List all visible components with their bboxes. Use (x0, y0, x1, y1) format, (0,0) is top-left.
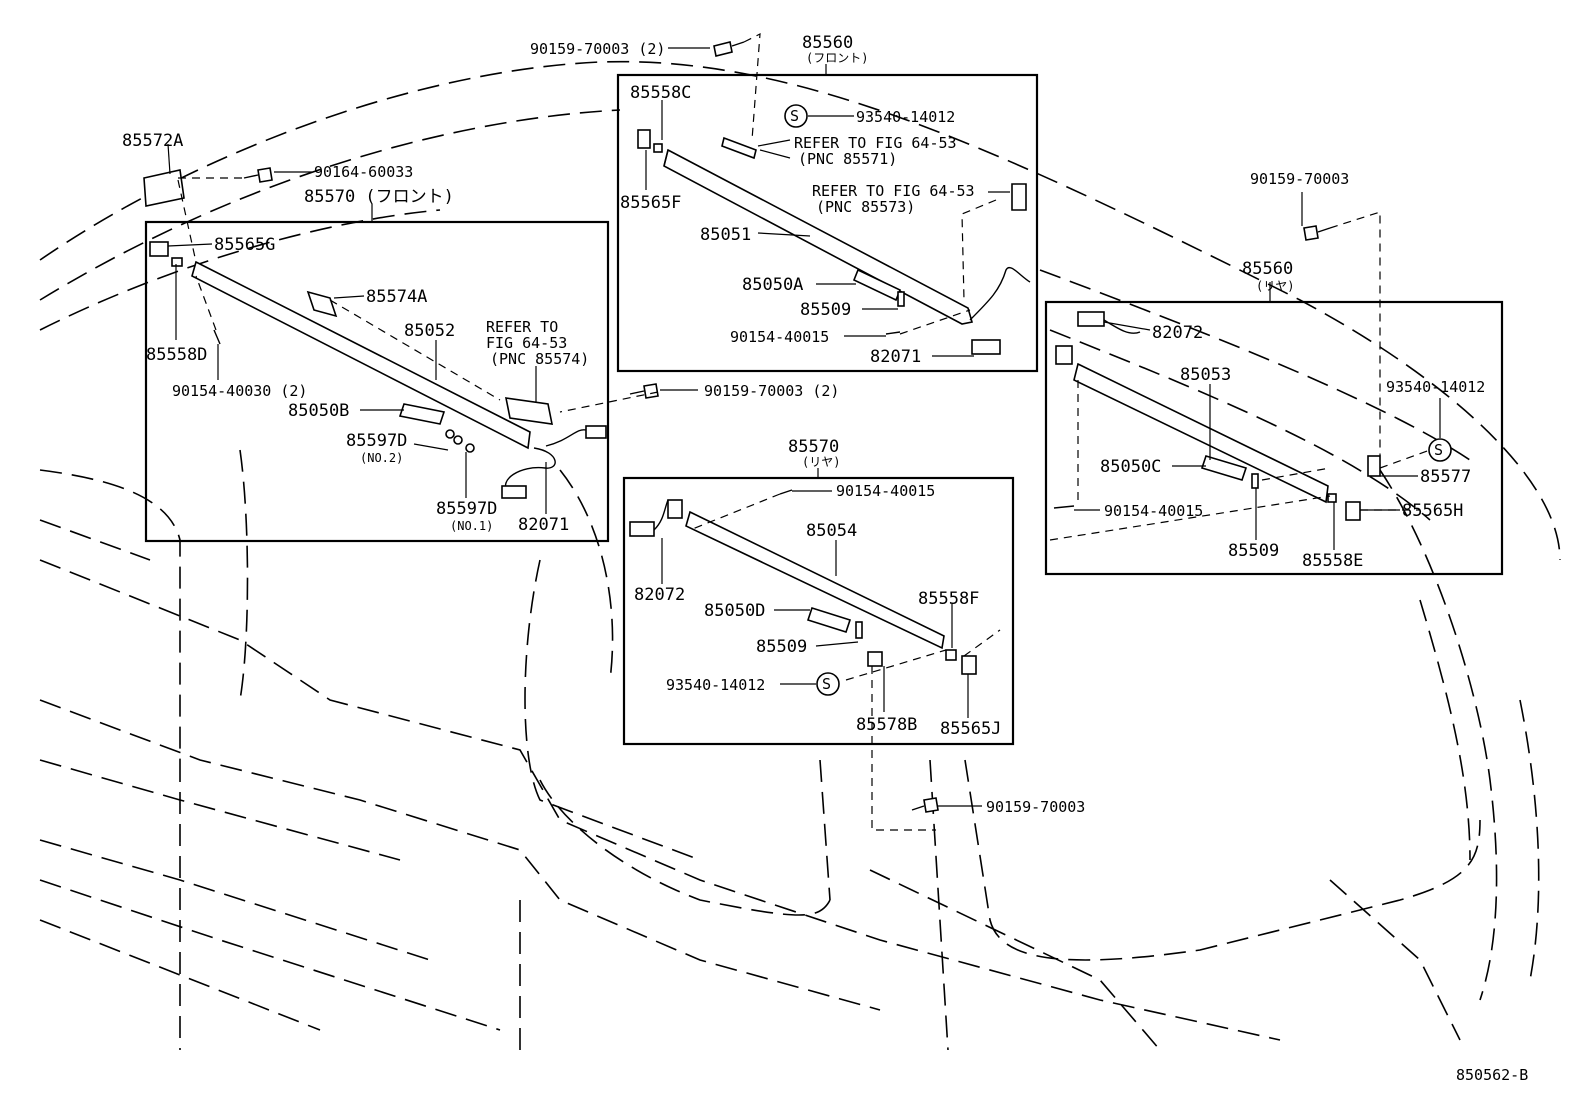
callout-85558d: 85558D (146, 345, 207, 365)
lamp-bar-85054 (685, 510, 945, 650)
screws (213, 41, 1331, 813)
callout-85509-mid: 85509 (756, 637, 807, 657)
callout-refer-fig-2: REFER TO FIG 64-53 (812, 182, 975, 200)
callout-93540-14012: 93540-14012 (856, 108, 955, 126)
callout-refer-pnc-85574: (PNC 85574) (490, 350, 589, 368)
small-parts (143, 129, 1381, 675)
callout-85560-rear: 85560 (1242, 259, 1293, 279)
callout-85560-front: 85560 (802, 33, 853, 53)
callout-85558f: 85558F (918, 589, 979, 609)
callout-85565j: 85565J (940, 719, 1001, 739)
frame-front-85570 (144, 220, 610, 543)
callout-85565g: 85565G (214, 235, 275, 255)
callout-85050b: 85050B (288, 401, 349, 421)
diagram-id: 850562-B (1456, 1066, 1528, 1084)
callout-82072-mid: 82072 (634, 585, 685, 605)
callout-85558c: 85558C (630, 83, 691, 103)
callout-85558e: 85558E (1302, 551, 1363, 571)
callout-refer-pnc-85571: (PNC 85571) (798, 150, 897, 168)
s-marker-label: S (790, 107, 799, 125)
s-markers: S S S (784, 104, 1452, 696)
callout-90154-40015-front: 90154-40015 (730, 328, 829, 346)
callout-90154-40030: 90154-40030 (2) (172, 382, 307, 400)
callout-85052: 85052 (404, 321, 455, 341)
callout-85597d-no1-sub: (NO.1) (450, 519, 493, 533)
callout-85572a: 85572A (122, 131, 183, 151)
callout-82071-mid: 82071 (518, 515, 569, 535)
s-marker-label: S (1434, 441, 1443, 459)
callout-85050c: 85050C (1100, 457, 1161, 477)
callout-90159-70003-2: 90159-70003 (2) (530, 40, 665, 58)
callout-85565h: 85565H (1402, 501, 1463, 521)
leader-lines (167, 47, 1441, 807)
callout-85578b: 85578B (856, 715, 917, 735)
callout-85570-rear: 85570 (788, 437, 839, 457)
callout-90159-70003-right: 90159-70003 (1250, 170, 1349, 188)
callout-85560-front-sub: (フロント) (806, 51, 868, 65)
callout-labels: 90159-70003 (2) 85560 (フロント) 85558C 9354… (122, 33, 1485, 816)
callout-85560-rear-sub: (リヤ) (1256, 279, 1294, 293)
callout-93540-14012-mid: 93540-14012 (666, 676, 765, 694)
callout-85509-front: 85509 (800, 300, 851, 320)
callout-90159-70003-bottom: 90159-70003 (986, 798, 1085, 816)
callout-82072-rear: 82072 (1152, 323, 1203, 343)
callout-85054: 85054 (806, 521, 857, 541)
callout-85565f: 85565F (620, 193, 681, 213)
s-marker-label: S (822, 675, 831, 693)
callout-85570-rear-sub: (リヤ) (802, 455, 840, 469)
lamp-bar-85051 (663, 148, 974, 325)
callout-85574a: 85574A (366, 287, 427, 307)
callout-refer-pnc-85573: (PNC 85573) (816, 198, 915, 216)
callout-85051: 85051 (700, 225, 751, 245)
frame-front-85560 (616, 73, 1039, 373)
callout-85570-front: 85570 (フロント) (304, 187, 454, 207)
frame-rear-85560 (1044, 300, 1504, 576)
callout-90154-40015-rear: 90154-40015 (1104, 502, 1203, 520)
callout-85050d: 85050D (704, 601, 765, 621)
callout-refer-fig-3: FIG 64-53 (486, 334, 567, 352)
lamp-bar-85052 (191, 260, 531, 450)
callout-90154-40015-mid: 90154-40015 (836, 482, 935, 500)
callout-82071-front: 82071 (870, 347, 921, 367)
callout-refer-fig-1: REFER TO FIG 64-53 (794, 134, 957, 152)
callout-85597d-no2-sub: (NO.2) (360, 451, 403, 465)
callout-85597d-no2: 85597D (346, 431, 407, 451)
callout-refer-to: REFER TO (486, 318, 558, 336)
callout-85597d-no1: 85597D (436, 499, 497, 519)
callout-85509-rear: 85509 (1228, 541, 1279, 561)
callout-93540-14012-rear: 93540-14012 (1386, 378, 1485, 396)
assembly-lines (177, 32, 1431, 831)
callout-90164-60033: 90164-60033 (314, 163, 413, 181)
callout-90159-70003-2b: 90159-70003 (2) (704, 382, 839, 400)
callout-85053: 85053 (1180, 365, 1231, 385)
callout-85577: 85577 (1420, 467, 1471, 487)
callout-85050a: 85050A (742, 275, 803, 295)
lamp-bar-85053 (1073, 362, 1329, 504)
